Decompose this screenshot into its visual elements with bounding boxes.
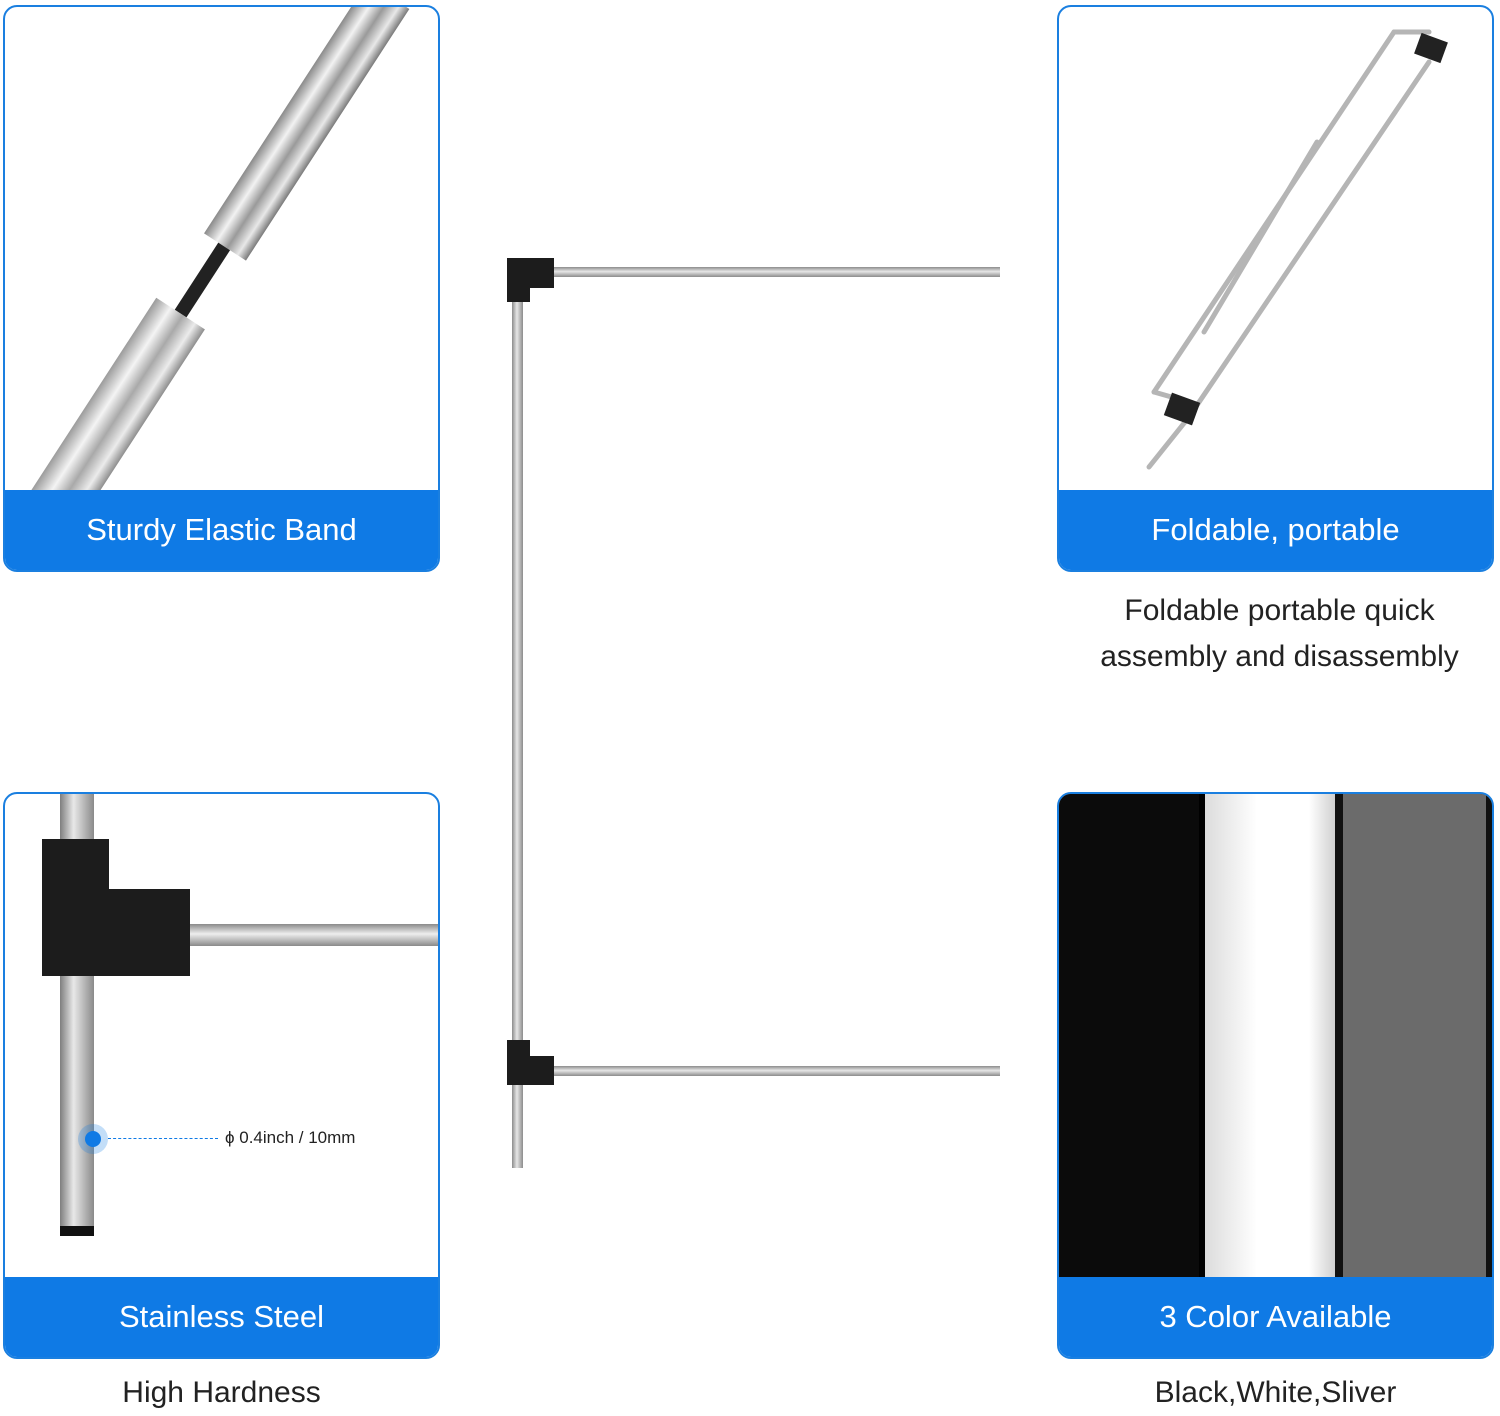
dimension-marker-icon <box>78 1124 108 1154</box>
dimension-label: ϕ 0.4inch / 10mm <box>225 1128 356 1147</box>
foldable-caption-line1: Foldable portable quick <box>1124 594 1435 627</box>
swatch-black <box>1059 794 1205 1281</box>
color-swatches <box>1059 794 1492 1281</box>
card-stainless-steel: ϕ 0.4inch / 10mm Stainless Steel <box>3 792 440 1359</box>
foldable-caption-line2: assembly and disassembly <box>1100 640 1459 673</box>
card-colors: 3 Color Available <box>1057 792 1494 1359</box>
card-elastic-band: Sturdy Elastic Band <box>3 5 440 572</box>
foldable-caption: Foldable portable quick assembly and dis… <box>1057 588 1500 680</box>
card-foldable: Foldable, portable <box>1057 5 1494 572</box>
stainless-steel-image <box>5 794 438 1281</box>
foldable-label: Foldable, portable <box>1059 490 1492 570</box>
swatch-white <box>1205 794 1335 1281</box>
colors-label: 3 Color Available <box>1059 1277 1492 1357</box>
folded-frame-image <box>1059 7 1492 492</box>
swatch-silver <box>1335 794 1492 1281</box>
stainless-steel-label: Stainless Steel <box>5 1277 438 1357</box>
dimension-leader-line <box>108 1138 218 1139</box>
frame-illustration <box>500 250 1010 1180</box>
elastic-band-label: Sturdy Elastic Band <box>5 490 438 570</box>
stainless-steel-caption: High Hardness <box>122 1376 321 1409</box>
elastic-band-image <box>5 7 438 492</box>
colors-caption: Black,White,Sliver <box>1154 1376 1397 1409</box>
